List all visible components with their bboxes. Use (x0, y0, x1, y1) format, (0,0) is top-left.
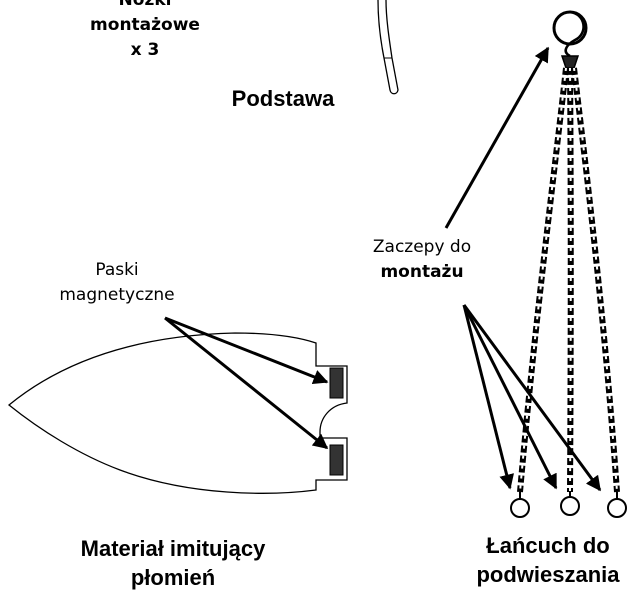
flame-material-label-line2: płomień (48, 563, 298, 592)
magnetic-strips-label-line2: magnetyczne (42, 283, 192, 308)
mounting-feet-label-line2: montażowe (75, 13, 215, 38)
base-label: Podstawa (218, 84, 348, 113)
mounting-hooks-label-line2: montażu (352, 260, 492, 285)
mounting-feet-label-line1: Nóżki (75, 0, 215, 13)
magnetic-strips-label-line1: Paski (42, 258, 192, 283)
mounting-hooks-label: Zaczepy do montażu (352, 235, 492, 285)
magnetic-strip-bottom (330, 445, 343, 475)
mounting-feet-label-line3: x 3 (75, 38, 215, 63)
mounting-hooks-label-line1: Zaczepy do (352, 235, 492, 260)
magnetic-strip-top (330, 368, 343, 398)
flame-material-label-line1: Materiał imitujący (48, 534, 298, 563)
flame-material-illustration (9, 333, 347, 493)
magnetic-strips-arrows (165, 318, 327, 448)
mounting-feet-label: Nóżki montażowe x 3 (75, 0, 215, 63)
hanging-chain-label: Łańcuch do podwieszania (458, 531, 638, 589)
hanging-chain-label-line2: podwieszania (458, 560, 638, 589)
mounting-foot-illustration (378, 0, 398, 94)
hanging-chain-label-line1: Łańcuch do (458, 531, 638, 560)
hanging-chain-illustration (511, 12, 626, 517)
flame-material-label: Materiał imitujący płomień (48, 534, 298, 592)
magnetic-strips-label: Paski magnetyczne (42, 258, 192, 308)
